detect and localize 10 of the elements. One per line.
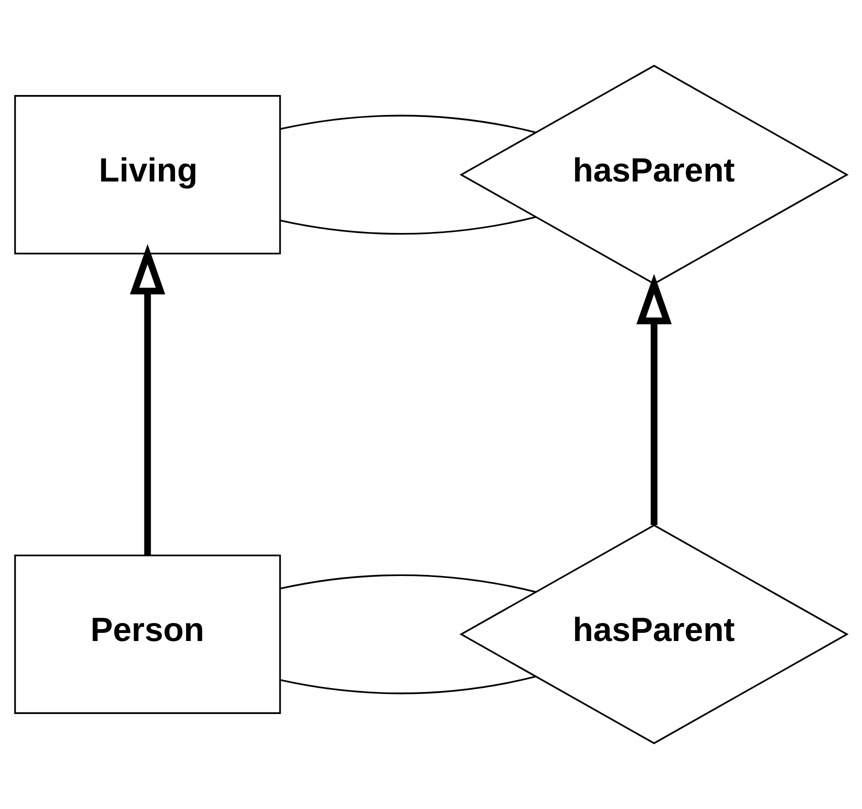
node-box: Living (14, 95, 281, 254)
connector (280, 114, 536, 134)
arrow (130, 244, 166, 556)
node-diamond: hasParent (459, 64, 849, 285)
arrow (636, 274, 672, 526)
node-diamond: hasParent (459, 524, 849, 744)
node-box: Person (14, 554, 281, 714)
connector (280, 216, 536, 235)
connector (280, 676, 536, 694)
connector (280, 574, 536, 593)
